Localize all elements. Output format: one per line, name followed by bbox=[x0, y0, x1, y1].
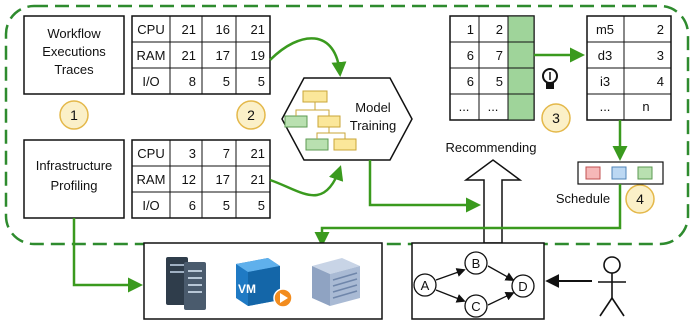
table-cell: 17 bbox=[216, 48, 230, 63]
arrow-profiling-to-infrastructure bbox=[72, 218, 143, 293]
model-training-line1: Model bbox=[355, 100, 391, 115]
table-cell: 17 bbox=[216, 172, 230, 187]
infrastructure-profiling-box: Infrastructure Profiling bbox=[23, 139, 125, 219]
arrow-workflow-table-to-model bbox=[269, 37, 347, 77]
workflow-metrics-table: CPU 21 16 21 RAM 21 17 19 I/O 8 5 5 bbox=[131, 15, 271, 95]
dag-node-b: B bbox=[464, 251, 488, 275]
table-cell: 5 bbox=[223, 198, 230, 213]
step-2-badge: 2 bbox=[236, 100, 266, 130]
schedule-table: m5 2 d3 3 i3 4 ... n bbox=[586, 15, 672, 121]
infrastructure-resources-box: VM bbox=[143, 242, 383, 320]
table-cell: ... bbox=[488, 99, 499, 114]
table-cell: 7 bbox=[223, 146, 230, 161]
dag-node-b-label: B bbox=[472, 256, 481, 271]
recommendation-table: 1 2 6 7 6 5 ... ... bbox=[449, 15, 535, 121]
step-1-number: 1 bbox=[70, 107, 78, 123]
table-cell: 1 bbox=[467, 22, 474, 37]
step-2-number: 2 bbox=[247, 107, 255, 123]
model-training-line2: Training bbox=[350, 118, 396, 133]
workflow-box-line2: Executions bbox=[42, 44, 106, 59]
storage-array-icon bbox=[312, 258, 360, 306]
infra-box-line2: Profiling bbox=[51, 178, 98, 193]
table-cell: 5 bbox=[258, 74, 265, 89]
infra-box-line1: Infrastructure bbox=[36, 158, 113, 173]
table-cell: 16 bbox=[216, 22, 230, 37]
step-4-number: 4 bbox=[636, 191, 644, 207]
workflow-dag-box: A B C D bbox=[411, 242, 545, 320]
vm-label: VM bbox=[238, 282, 256, 296]
table-row-label: RAM bbox=[137, 48, 166, 63]
step-4-badge: 4 bbox=[625, 184, 655, 214]
table-cell: ... bbox=[600, 99, 611, 114]
table-cell: ... bbox=[459, 99, 470, 114]
table-cell: 8 bbox=[189, 74, 196, 89]
table-cell: 21 bbox=[182, 48, 196, 63]
table-cell: 5 bbox=[258, 198, 265, 213]
table-cell: 21 bbox=[182, 22, 196, 37]
schedule-strip bbox=[577, 161, 664, 185]
step-1-badge: 1 bbox=[59, 100, 89, 130]
table-cell: m5 bbox=[596, 22, 614, 37]
arrow-model-to-recommending bbox=[368, 160, 481, 213]
table-cell: 4 bbox=[657, 74, 664, 89]
table-cell: n bbox=[642, 99, 649, 114]
model-training-node: Model Training bbox=[281, 77, 413, 161]
table-cell: 7 bbox=[496, 48, 503, 63]
table-cell: 21 bbox=[251, 146, 265, 161]
dag-node-c: C bbox=[464, 294, 488, 318]
dag-node-d: D bbox=[511, 274, 535, 298]
dag-node-a-label: A bbox=[421, 278, 430, 293]
table-cell: d3 bbox=[598, 48, 612, 63]
table-cell: 5 bbox=[223, 74, 230, 89]
stick-figure-user-icon bbox=[598, 256, 626, 317]
table-cell: 21 bbox=[251, 172, 265, 187]
table-cell: 19 bbox=[251, 48, 265, 63]
infrastructure-metrics-table: CPU 3 7 21 RAM 12 17 21 I/O 6 5 5 bbox=[131, 139, 271, 219]
table-cell: 2 bbox=[657, 22, 664, 37]
table-cell: 5 bbox=[496, 74, 503, 89]
table-row-label: CPU bbox=[137, 146, 164, 161]
table-cell: 3 bbox=[189, 146, 196, 161]
arrow-infra-table-to-model bbox=[269, 165, 344, 197]
dag-node-c-label: C bbox=[471, 299, 480, 314]
workflow-traces-box: Workflow Executions Traces bbox=[23, 15, 125, 95]
table-cell: 2 bbox=[496, 22, 503, 37]
table-cell: 6 bbox=[467, 74, 474, 89]
table-cell: 21 bbox=[251, 22, 265, 37]
workflow-box-line3: Traces bbox=[54, 62, 94, 77]
arrow-schedule-to-infrastructure bbox=[314, 184, 622, 247]
virtual-machine-icon: VM bbox=[236, 258, 293, 308]
table-cell: i3 bbox=[600, 74, 610, 89]
workflow-box-line1: Workflow bbox=[47, 26, 101, 41]
schedule-label: Schedule bbox=[556, 191, 610, 206]
step-3-badge: 3 bbox=[541, 103, 571, 133]
table-cell: 12 bbox=[182, 172, 196, 187]
table-row-label: RAM bbox=[137, 172, 166, 187]
recommending-label: Recommending bbox=[445, 140, 536, 155]
recommending-up-arrow bbox=[463, 159, 523, 244]
dag-node-d-label: D bbox=[518, 279, 527, 294]
step-3-number: 3 bbox=[552, 110, 560, 126]
table-cell: 3 bbox=[657, 48, 664, 63]
dag-node-a: A bbox=[413, 273, 437, 297]
table-cell: 6 bbox=[467, 48, 474, 63]
table-row-label: I/O bbox=[142, 198, 159, 213]
lightbulb-icon bbox=[542, 68, 558, 89]
server-rack-icon bbox=[166, 257, 206, 310]
table-cell: 6 bbox=[189, 198, 196, 213]
table-row-label: I/O bbox=[142, 74, 159, 89]
table-row-label: CPU bbox=[137, 22, 164, 37]
